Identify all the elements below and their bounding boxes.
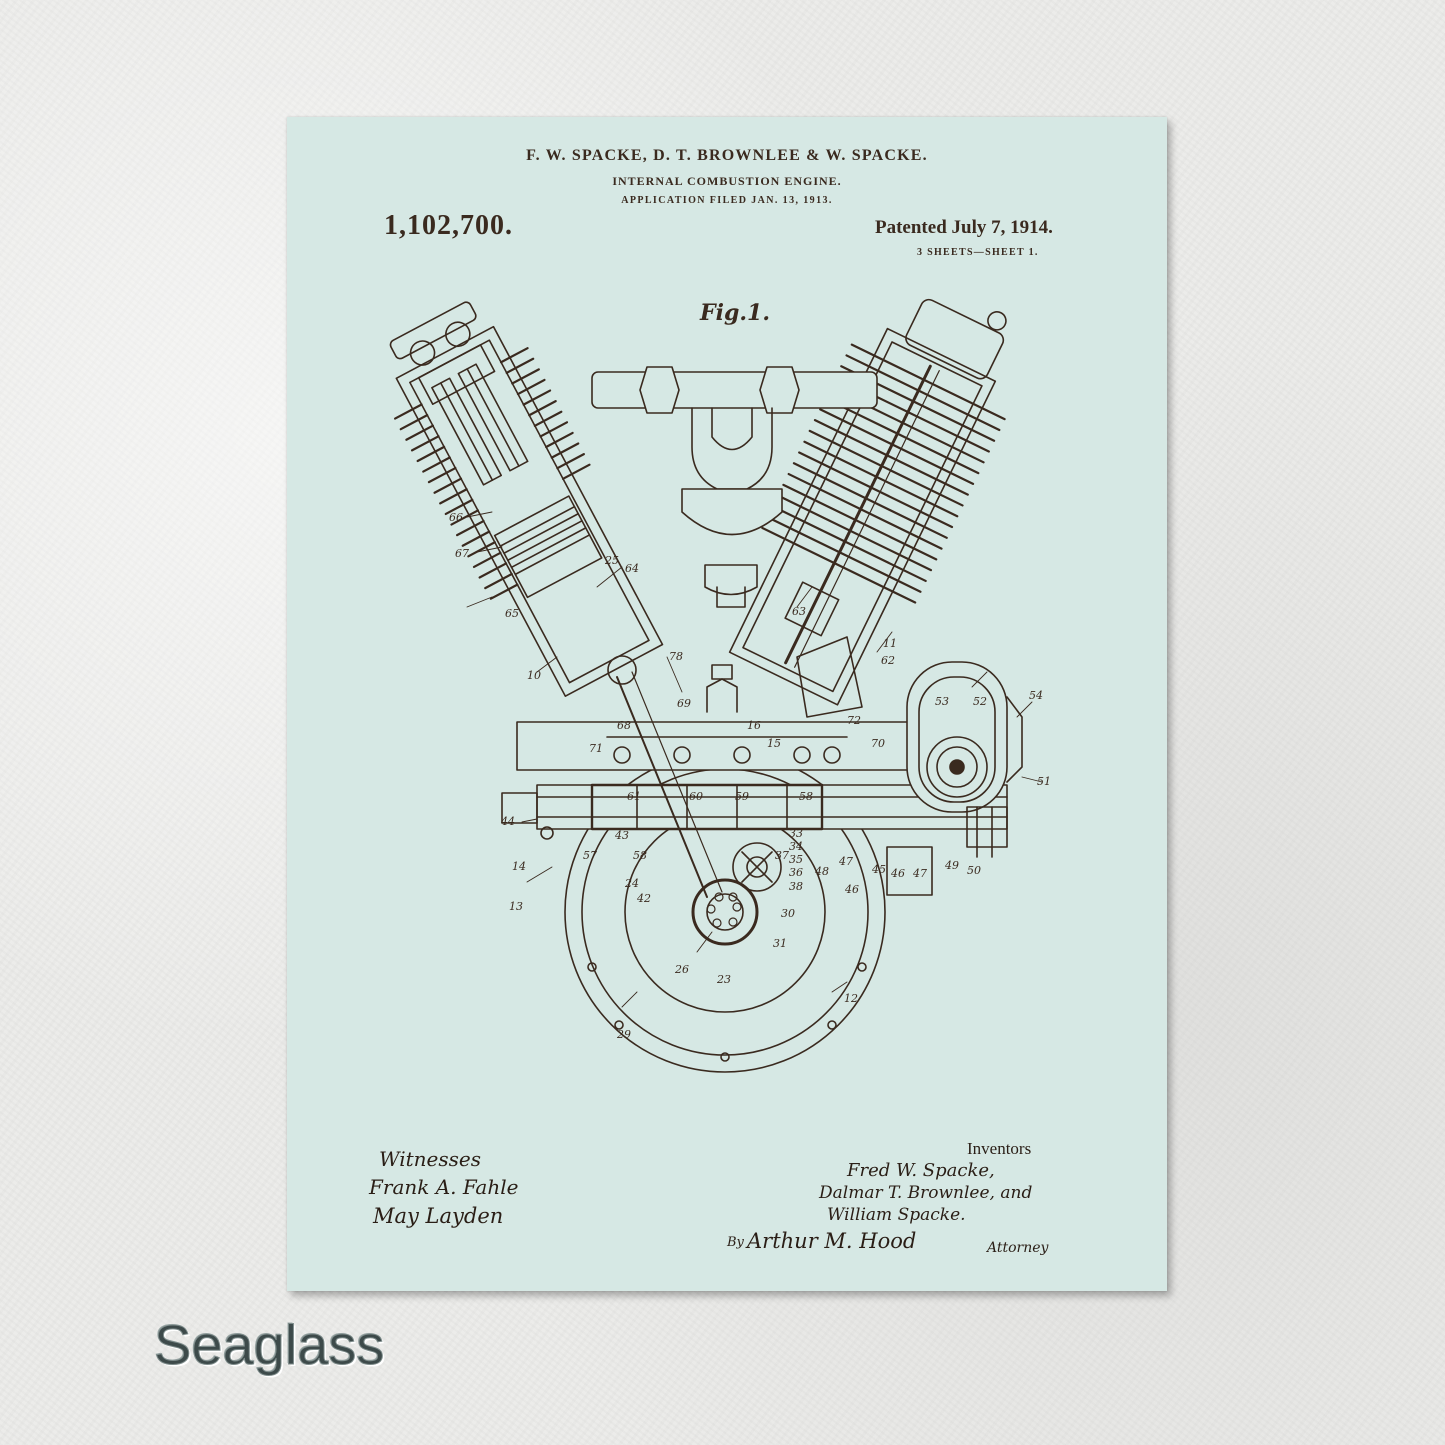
part-number-label: 66: [449, 511, 463, 524]
part-number-label: 33: [789, 827, 803, 840]
left-cylinder: [389, 301, 664, 697]
part-number-label: 67: [455, 547, 469, 560]
part-number-label: 46: [890, 867, 905, 880]
part-number-label: 35: [789, 853, 803, 866]
part-number-label: 50: [967, 864, 981, 877]
part-number-label: 37: [775, 849, 789, 862]
part-number-label: 70: [871, 737, 885, 750]
part-number-label: 11: [883, 637, 897, 650]
patent-title: INTERNAL COMBUSTION ENGINE.: [612, 174, 842, 188]
part-number-label: 59: [735, 790, 749, 803]
part-number-label: 15: [767, 737, 781, 750]
inventor-signature-3: William Spacke.: [827, 1205, 966, 1225]
part-number-label: 29: [616, 1028, 631, 1041]
patent-print: F. W. SPACKE, D. T. BROWNLEE & W. SPACKE…: [287, 117, 1167, 1291]
part-number-label: 62: [881, 654, 895, 667]
part-number-label: 30: [781, 907, 795, 920]
part-number-label: 36: [789, 866, 803, 879]
part-number-label: 71: [589, 742, 603, 755]
part-number-label: 53: [935, 695, 949, 708]
patent-date: Patented July 7, 1914.: [875, 217, 1053, 238]
witness-signature-1: Frank A. Fahle: [369, 1175, 519, 1199]
part-number-label: 68: [617, 719, 631, 732]
part-number-label: 38: [789, 880, 803, 893]
engine-drawing: Fig.1.: [389, 298, 1051, 1073]
attorney-signature: Arthur M. Hood: [747, 1229, 917, 1253]
part-number-label: 51: [1037, 775, 1051, 788]
witness-signature-2: May Layden: [373, 1204, 504, 1228]
part-number-label: 78: [669, 650, 683, 663]
part-number-label: 16: [747, 719, 761, 732]
by-label: By: [727, 1235, 744, 1250]
part-number-label: 64: [625, 562, 639, 575]
patent-filed-date: APPLICATION FILED JAN. 13, 1913.: [621, 195, 833, 206]
part-number-label: 44: [500, 815, 515, 828]
attorney-label: Attorney: [987, 1240, 1049, 1256]
part-number-label: 60: [689, 790, 703, 803]
part-number-label: 12: [844, 992, 858, 1005]
part-number-label: 58: [633, 849, 647, 862]
right-cylinder: [728, 298, 1007, 706]
patent-inventor-names: F. W. SPACKE, D. T. BROWNLEE & W. SPACKE…: [526, 147, 928, 164]
part-number-label: 47: [912, 867, 927, 880]
part-number-label: 48: [814, 865, 829, 878]
part-number-label: 26: [674, 963, 689, 976]
inventor-signature-2: Dalmar T. Brownlee, and: [819, 1183, 1033, 1203]
part-number-label: 23: [716, 973, 731, 986]
part-number-label: 52: [973, 695, 987, 708]
intake-manifold: [591, 366, 878, 608]
part-number-label: 14: [512, 860, 526, 873]
part-number-label: 69: [677, 697, 691, 710]
patent-sheets: 3 SHEETS—SHEET 1.: [917, 247, 1039, 258]
part-number-label: 43: [614, 829, 629, 842]
part-number-label: 42: [636, 892, 651, 905]
color-variant-caption: Seaglass: [153, 1313, 385, 1377]
figure-label: Fig.1.: [699, 300, 770, 326]
part-number-label: 65: [505, 607, 519, 620]
part-number-label: 25: [604, 554, 619, 567]
part-number-label: 54: [1029, 689, 1043, 702]
part-number-label: 47: [838, 855, 853, 868]
part-number-label: 72: [847, 714, 861, 727]
part-number-label: 49: [944, 859, 959, 872]
magneto: [886, 661, 1023, 896]
inventor-signature-1: Fred W. Spacke,: [847, 1160, 995, 1181]
part-number-label: 57: [583, 849, 597, 862]
part-number-label: 10: [527, 669, 541, 682]
inventors-label: Inventors: [967, 1139, 1032, 1158]
part-number-label: 31: [773, 937, 787, 950]
part-number-label: 45: [871, 863, 886, 876]
part-number-label: 13: [509, 900, 523, 913]
part-number-label: 58: [799, 790, 813, 803]
part-number-label: 24: [624, 877, 639, 890]
part-number-label: 46: [844, 883, 859, 896]
part-number-label: 63: [792, 605, 806, 618]
witnesses-label: Witnesses: [379, 1147, 481, 1171]
part-number-label: 61: [627, 790, 641, 803]
patent-number: 1,102,700.: [384, 210, 513, 241]
part-number-label: 34: [789, 840, 803, 853]
